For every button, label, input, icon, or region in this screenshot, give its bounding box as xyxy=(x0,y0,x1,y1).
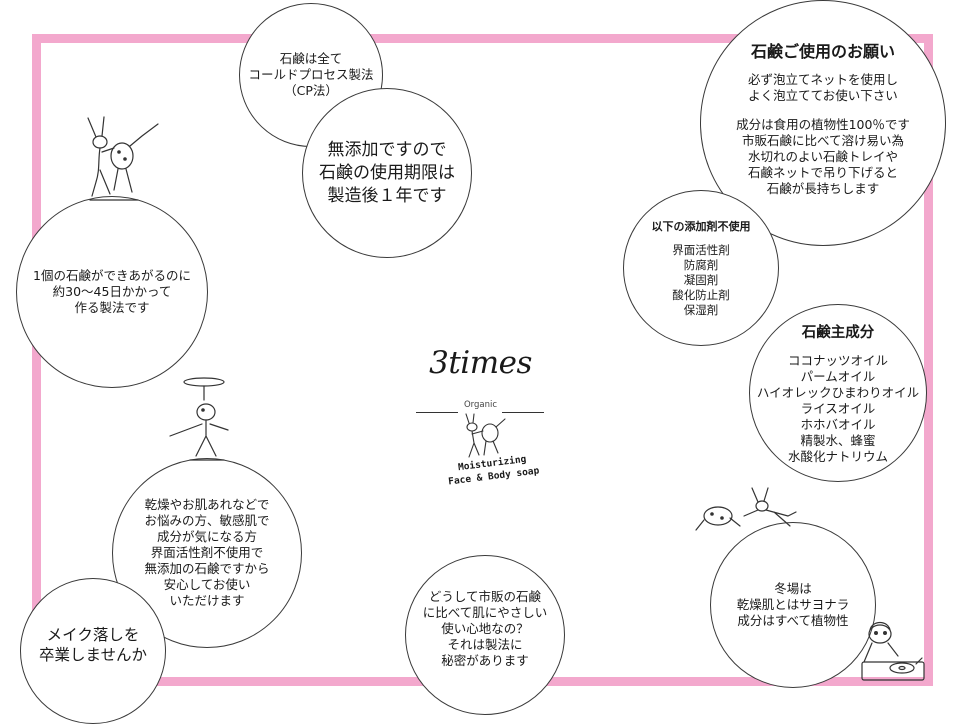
ingredient-item: ライスオイル xyxy=(800,400,876,416)
usage-request-para2-line-2: 市販石鹸に比べて溶け易い為 xyxy=(741,132,904,148)
usage-request-title: 石鹸ご使用のお願い xyxy=(750,41,895,61)
sensitive-skin-circle: 乾燥やお肌あれなどで お悩みの方、敏感肌で 成分が気になる方 界面活性剤不使用で… xyxy=(112,458,302,648)
additive-item: 防腐剤 xyxy=(683,257,719,272)
cold-process-line-1: 石鹸は全て xyxy=(279,51,343,66)
makeup-remover-circle: メイク落しを 卒業しませんか xyxy=(20,578,166,724)
additive-item: 界面活性剤 xyxy=(672,242,730,257)
sensitive-line-7: いただけます xyxy=(169,593,245,608)
usage-request-para2-line-5: 石鹸が長持ちします xyxy=(766,180,880,196)
expiry-line-3: 製造後１年です xyxy=(327,185,447,206)
process-line-1: 1個の石鹸ができあがるのに xyxy=(33,268,191,283)
logo-rabbit-frog-illustration-icon xyxy=(465,413,506,458)
winter-circle: 冬場は 乾燥肌とはサヨナラ 成分はすべて植物性 xyxy=(710,522,876,688)
sensitive-line-2: お悩みの方、敏感肌で xyxy=(144,513,270,528)
frog-dj-illustration-icon xyxy=(861,621,925,681)
makeup-line-1: メイク落しを xyxy=(46,625,140,644)
expiry-circle: 無添加ですので 石鹸の使用期限は 製造後１年です xyxy=(302,88,472,258)
frog-umbrella-illustration-icon xyxy=(169,377,229,461)
why-gentle-circle: どうして市販の石鹸 に比べて肌にやさしい 使い心地なの？ それは製法に 秘密があ… xyxy=(405,555,565,715)
ingredients-circle: 石鹸主成分 ココナッツオイル パームオイル ハイオレックひまわりオイル ライスオ… xyxy=(749,304,927,482)
ingredient-item: パームオイル xyxy=(800,368,876,384)
brand-logo: 3times Organic Moisturizing Face & Body … xyxy=(408,345,553,495)
why-line-3: 使い心地なの？ xyxy=(441,620,529,636)
winter-line-3: 成分はすべて植物性 xyxy=(737,613,849,628)
why-line-1: どうして市販の石鹸 xyxy=(428,588,542,604)
cold-process-line-3: （CP法） xyxy=(284,83,338,98)
usage-request-para2-line-1: 成分は食用の植物性100％です xyxy=(736,116,910,132)
ingredient-item: ハイオレックひまわりオイル xyxy=(756,384,920,400)
why-line-2: に比べて肌にやさしい xyxy=(422,604,548,620)
why-line-5: 秘密があります xyxy=(441,652,529,668)
additive-item: 凝固剤 xyxy=(683,272,719,287)
brand-name: 3times xyxy=(429,345,532,381)
ingredient-item: 水酸化ナトリウム xyxy=(787,448,888,464)
additive-free-title: 以下の添加剤不使用 xyxy=(651,219,751,233)
rabbit-frog-lying-illustration-icon xyxy=(695,487,797,531)
usage-request-para2-line-4: 石鹸ネットで吊り下げると xyxy=(747,164,898,180)
usage-request-para1-line-2: よく泡立ててお使い下さい xyxy=(748,87,898,103)
process-line-3: 作る製法です xyxy=(74,300,150,315)
additive-item: 保湿剤 xyxy=(683,302,719,317)
ingredients-title: 石鹸主成分 xyxy=(801,324,875,341)
ingredient-item: ホホバオイル xyxy=(800,416,876,432)
winter-line-1: 冬場は xyxy=(774,581,812,596)
winter-line-2: 乾燥肌とはサヨナラ xyxy=(736,597,850,612)
additive-item: 酸化防止剤 xyxy=(672,287,730,302)
sensitive-line-4: 界面活性剤不使用で xyxy=(150,545,264,560)
why-line-4: それは製法に xyxy=(447,636,523,652)
logo-tagline: Organic xyxy=(463,400,498,410)
cold-process-line-2: コールドプロセス製法 xyxy=(248,67,374,82)
makeup-line-2: 卒業しませんか xyxy=(38,645,148,664)
additive-free-circle: 以下の添加剤不使用 界面活性剤 防腐剤 凝固剤 酸化防止剤 保湿剤 xyxy=(623,190,779,346)
expiry-line-1: 無添加ですので xyxy=(327,139,447,160)
usage-request-circle: 石鹸ご使用のお願い 必ず泡立てネットを使用し よく泡立ててお使い下さい 成分は食… xyxy=(700,0,946,246)
sensitive-line-1: 乾燥やお肌あれなどで xyxy=(144,497,270,512)
logo-divider xyxy=(416,407,544,417)
process-duration-circle: 1個の石鹸ができあがるのに 約30～45日かかって 作る製法です xyxy=(16,196,208,388)
sensitive-line-3: 成分が気になる方 xyxy=(156,529,257,544)
ingredient-item: 精製水、蜂蜜 xyxy=(800,432,876,448)
sensitive-line-5: 無添加の石鹸ですから xyxy=(144,561,270,576)
rabbit-frog-sumo-illustration-icon xyxy=(87,116,159,201)
expiry-line-2: 石鹸の使用期限は xyxy=(319,162,455,183)
sensitive-line-6: 安心してお使い xyxy=(163,577,251,592)
process-line-2: 約30～45日かかって xyxy=(52,284,172,299)
usage-request-para1-line-1: 必ず泡立てネットを使用し xyxy=(747,71,898,87)
usage-request-para2-line-3: 水切れのよい石鹸トレイや xyxy=(747,148,898,164)
ingredient-item: ココナッツオイル xyxy=(787,352,888,368)
